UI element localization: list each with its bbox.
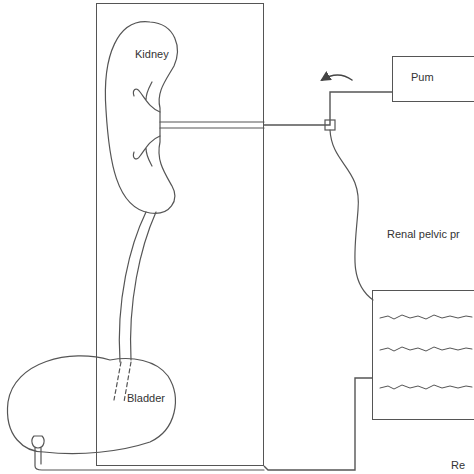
pump-label: Pum <box>411 71 434 84</box>
pressure-trace <box>380 347 472 351</box>
organ-label: Bladder <box>127 392 165 405</box>
body-panel: KidneyBladder <box>96 3 264 466</box>
pressure-trace <box>380 315 472 319</box>
kidney-outline <box>105 22 177 214</box>
tube-connector <box>264 92 392 125</box>
ureter <box>131 212 156 360</box>
nephrostomy-tube <box>160 122 264 128</box>
pressure-label: Renal pelvic pr <box>386 228 461 241</box>
recorder-label: Re <box>451 459 465 472</box>
pressure-trace <box>380 385 472 389</box>
catheter-connector <box>264 378 372 470</box>
pressure-line <box>330 130 373 300</box>
pump-box: Pum <box>392 56 474 102</box>
recorder-box: Re <box>372 290 474 420</box>
flow-arrow <box>322 75 352 80</box>
urethral-catheter <box>32 436 44 448</box>
urethral-catheter <box>35 448 264 470</box>
bladder-outline <box>7 356 175 454</box>
renal-calyces <box>133 82 160 166</box>
organ-label: Kidney <box>135 48 169 61</box>
ureter <box>119 212 146 362</box>
